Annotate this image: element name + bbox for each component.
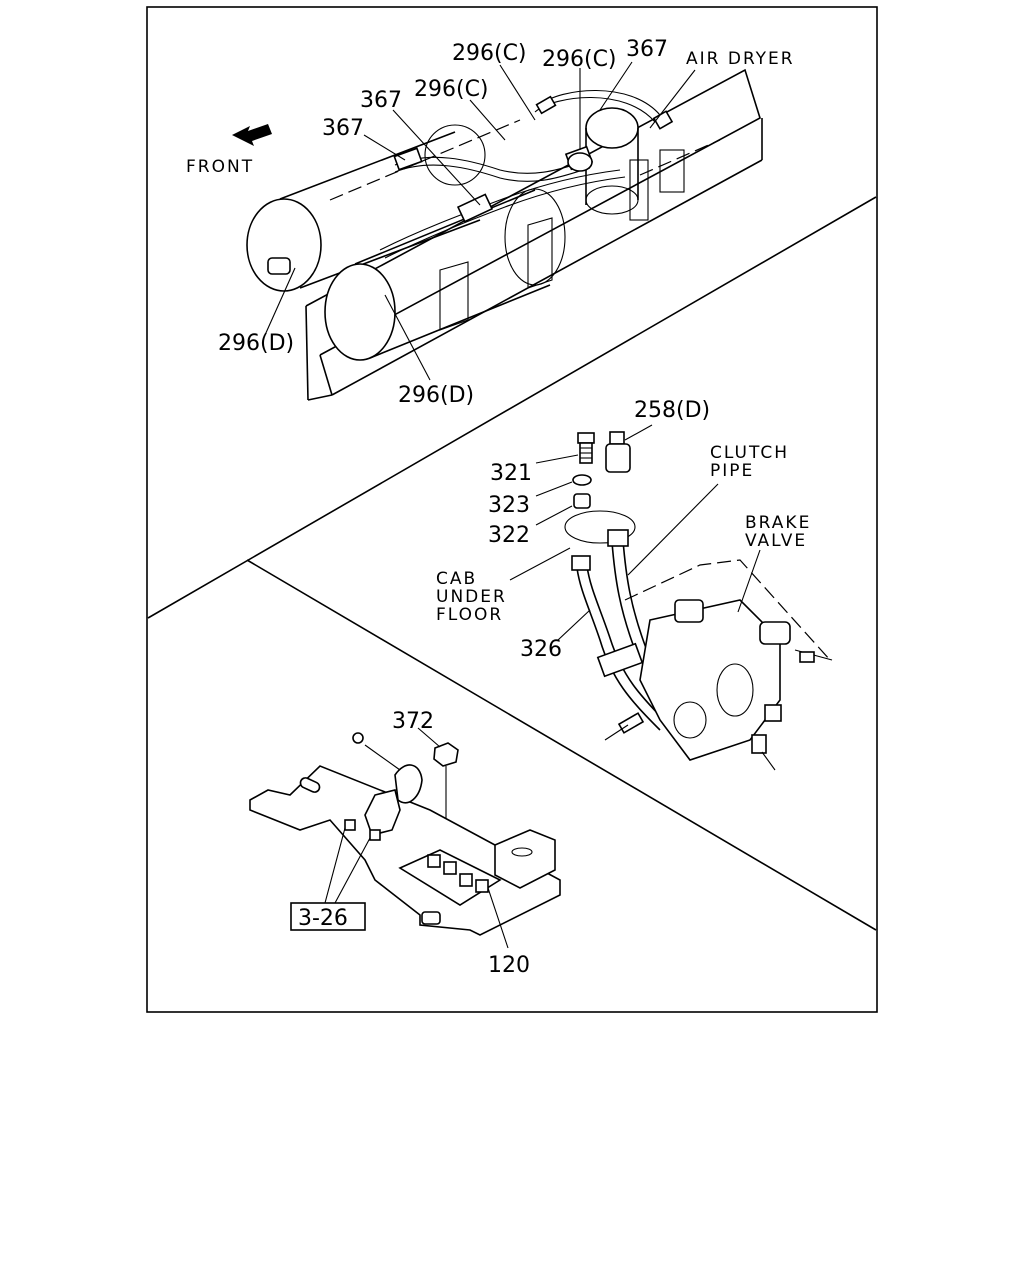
label-front: FRONT [186, 157, 254, 177]
label-pipe: PIPE [710, 461, 754, 481]
middle-leader-lines [509, 424, 761, 641]
label-367-top: 367 [626, 37, 668, 62]
label-valve: VALVE [745, 531, 807, 551]
air-tank-assembly [246, 68, 763, 401]
label-326: 326 [520, 637, 562, 662]
label-cab: CAB [436, 569, 477, 589]
upper-leader-lines [264, 61, 696, 381]
divider-lower [246, 559, 877, 931]
label-296d-left: 296(D) [218, 331, 294, 356]
label-322: 322 [488, 523, 530, 548]
brake-valve-assembly [564, 431, 833, 771]
ref-box-3-26 [290, 902, 366, 931]
label-floor: FLOOR [436, 605, 503, 625]
label-372: 372 [392, 709, 434, 734]
diagram-frame [146, 6, 878, 1013]
label-258d: 258(D) [634, 398, 710, 423]
label-367-mid: 367 [360, 88, 402, 113]
bracket-assembly [249, 732, 561, 936]
front-arrow-icon [232, 124, 272, 146]
label-ref-3-26: 3-26 [298, 906, 348, 931]
label-323: 323 [488, 493, 530, 518]
label-296c-top: 296(C) [452, 41, 527, 66]
label-air-dryer: AIR DRYER [686, 49, 795, 69]
label-clutch: CLUTCH [710, 443, 789, 463]
label-367-left: 367 [322, 116, 364, 141]
label-under: UNDER [436, 587, 507, 607]
label-brake: BRAKE [745, 513, 811, 533]
label-296d-bottom: 296(D) [398, 383, 474, 408]
label-321: 321 [490, 461, 532, 486]
label-296c-right: 296(C) [542, 47, 617, 72]
label-120: 120 [488, 953, 530, 978]
divider-upper [147, 196, 877, 619]
label-296c-mid: 296(C) [414, 77, 489, 102]
lower-leader-lines [324, 727, 509, 949]
